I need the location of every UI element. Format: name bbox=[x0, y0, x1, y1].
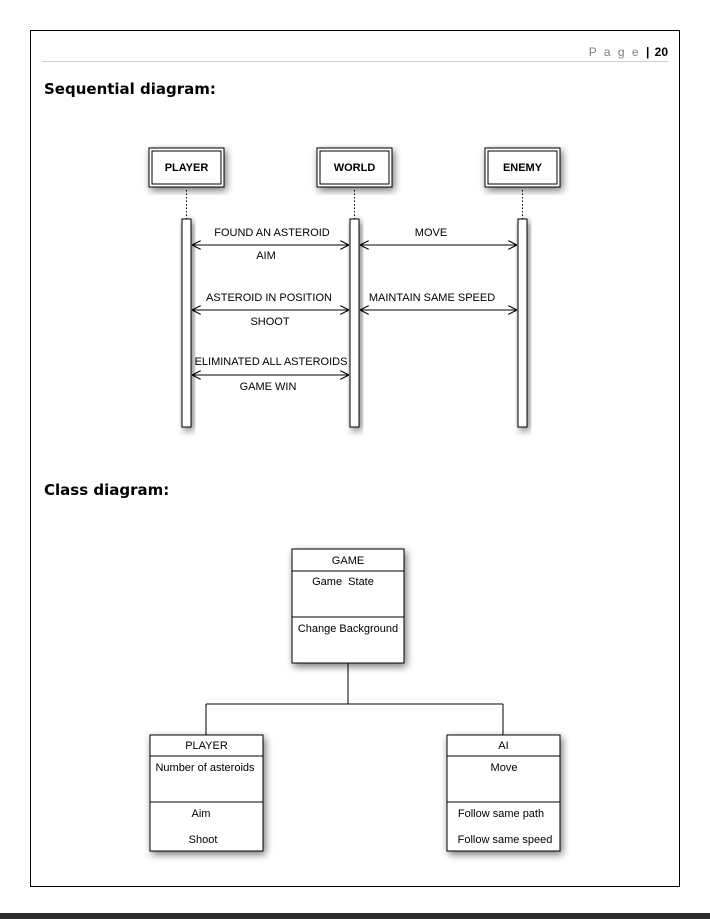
class-diagram-heading: Class diagram: bbox=[44, 481, 170, 499]
message-label: AIM bbox=[256, 250, 276, 262]
class-game: GAME Game State Change Background bbox=[291, 548, 405, 664]
class-player-attribute: Number of asteroids bbox=[155, 762, 255, 774]
class-game-name: GAME bbox=[332, 555, 364, 567]
page-label: P a g e bbox=[588, 45, 641, 59]
page-separator: | bbox=[645, 45, 650, 59]
sequence-diagram-heading: Sequential diagram: bbox=[44, 80, 216, 98]
actor-player: PLAYER bbox=[148, 147, 225, 188]
message-label: MOVE bbox=[415, 227, 447, 239]
activation-bar-world bbox=[349, 218, 360, 428]
page-number: 20 bbox=[654, 45, 668, 59]
class-ai-attribute: Move bbox=[491, 762, 518, 774]
activation-bar-enemy bbox=[517, 218, 528, 428]
class-game-attribute: Game State bbox=[312, 576, 374, 588]
class-player: PLAYER Number of asteroids Aim Shoot bbox=[149, 734, 264, 852]
class-ai-method: Follow same path bbox=[458, 808, 544, 820]
activation-bar-player bbox=[181, 218, 192, 428]
header-rule bbox=[42, 61, 668, 62]
actor-enemy: ENEMY bbox=[484, 147, 561, 188]
actor-player-label: PLAYER bbox=[165, 162, 209, 174]
message-label: FOUND AN ASTEROID bbox=[214, 227, 330, 239]
class-player-name: PLAYER bbox=[185, 740, 228, 752]
page-number-header: P a g e | 20 bbox=[589, 45, 668, 59]
message-label: GAME WIN bbox=[240, 381, 297, 393]
message-label: ELIMINATED ALL ASTEROIDS bbox=[195, 356, 348, 368]
message-label: MAINTAIN SAME SPEED bbox=[369, 292, 495, 304]
class-player-method: Aim bbox=[192, 808, 211, 820]
bottom-taskbar-strip bbox=[0, 913, 710, 919]
actor-enemy-label: ENEMY bbox=[503, 162, 543, 174]
class-ai-method: Follow same speed bbox=[458, 834, 553, 846]
class-player-method: Shoot bbox=[189, 834, 218, 846]
message-label: ASTEROID IN POSITION bbox=[206, 292, 332, 304]
message-label: SHOOT bbox=[250, 316, 289, 328]
actor-world-label: WORLD bbox=[334, 162, 376, 174]
actor-world: WORLD bbox=[316, 147, 393, 188]
class-ai: AI Move Follow same path Follow same spe… bbox=[446, 734, 561, 852]
class-ai-name: AI bbox=[498, 740, 508, 752]
class-game-method: Change Background bbox=[298, 623, 398, 635]
